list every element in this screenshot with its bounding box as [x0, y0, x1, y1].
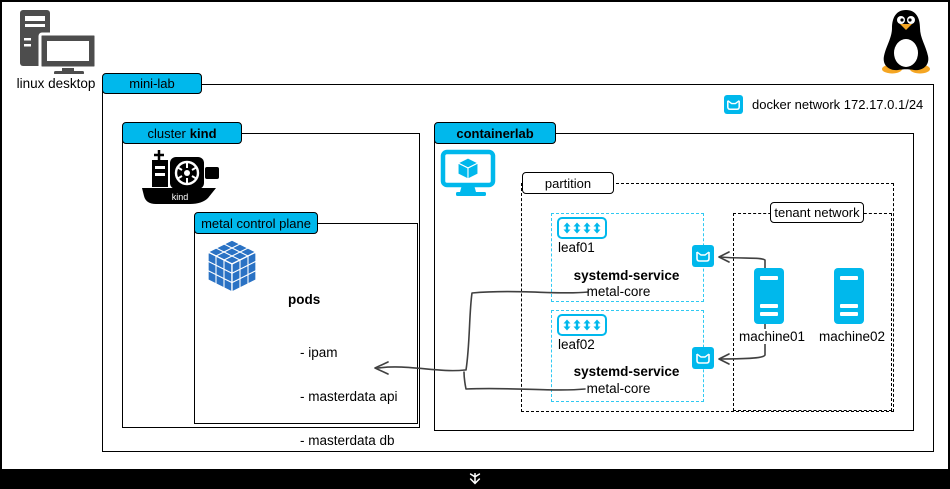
tenant-network-label: tenant network	[774, 205, 860, 220]
containerlab-monitor-icon	[440, 149, 496, 199]
linux-desktop-label: linux desktop	[16, 76, 96, 91]
metal-control-plane-tab-label: metal control plane	[201, 215, 311, 231]
mini-lab-box	[102, 84, 934, 452]
pods-title: pods	[288, 292, 321, 307]
leaf02-docker-icon	[692, 347, 714, 369]
cluster-kind-box	[122, 133, 420, 428]
docker-icon	[724, 95, 743, 114]
leaf01-service-name: metal-core	[586, 284, 651, 299]
tux-linux-icon	[878, 8, 934, 74]
cube-icon	[206, 239, 258, 293]
containerlab-tab-label: containerlab	[456, 125, 534, 141]
machine01-label: machine01	[737, 329, 806, 344]
machine01-server-icon	[754, 268, 784, 324]
pods-list: - ipam - masterdata api - masterdata db …	[300, 316, 398, 489]
cluster-kind-tab-prefix: cluster	[147, 125, 186, 141]
bottom-bar	[2, 469, 948, 489]
partition-label: partition	[544, 175, 592, 191]
pod-item-ipam: - ipam	[300, 344, 338, 360]
linux-desktop-icon	[14, 8, 104, 75]
kind-logo-icon: kind	[142, 148, 220, 206]
cluster-kind-tab: cluster kind	[122, 122, 242, 144]
leaf02-name: leaf02	[558, 337, 595, 352]
containerlab-box	[434, 133, 914, 431]
leaf02-switch-icon	[557, 314, 607, 336]
docker-network-label: docker network 172.17.0.1/24	[752, 97, 924, 112]
mini-lab-tab: mini-lab	[102, 73, 202, 94]
pod-item-masterdata-db: - masterdata db	[300, 433, 395, 449]
containerlab-tab: containerlab	[434, 122, 556, 144]
cluster-kind-tab-bold: kind	[189, 125, 217, 141]
leaf02-service-name: metal-core	[586, 381, 651, 396]
machine02-server-icon	[834, 268, 864, 324]
leaf01-switch-icon	[557, 217, 607, 239]
leaf01-service-title: systemd-service	[573, 268, 680, 283]
collapse-arrow-icon	[469, 473, 481, 485]
mini-lab-tab-label: mini-lab	[129, 76, 175, 91]
tenant-network-label-pill: tenant network	[770, 202, 864, 223]
kind-logo-text: kind	[172, 192, 189, 202]
partition-label-pill: partition	[522, 172, 614, 194]
leaf01-docker-icon	[692, 245, 714, 267]
leaf02-service-title: systemd-service	[573, 364, 680, 379]
leaf01-name: leaf01	[558, 240, 595, 255]
machine02-label: machine02	[817, 329, 886, 344]
metal-control-plane-tab: metal control plane	[194, 212, 318, 234]
pod-item-masterdata-api: - masterdata api	[300, 388, 398, 404]
